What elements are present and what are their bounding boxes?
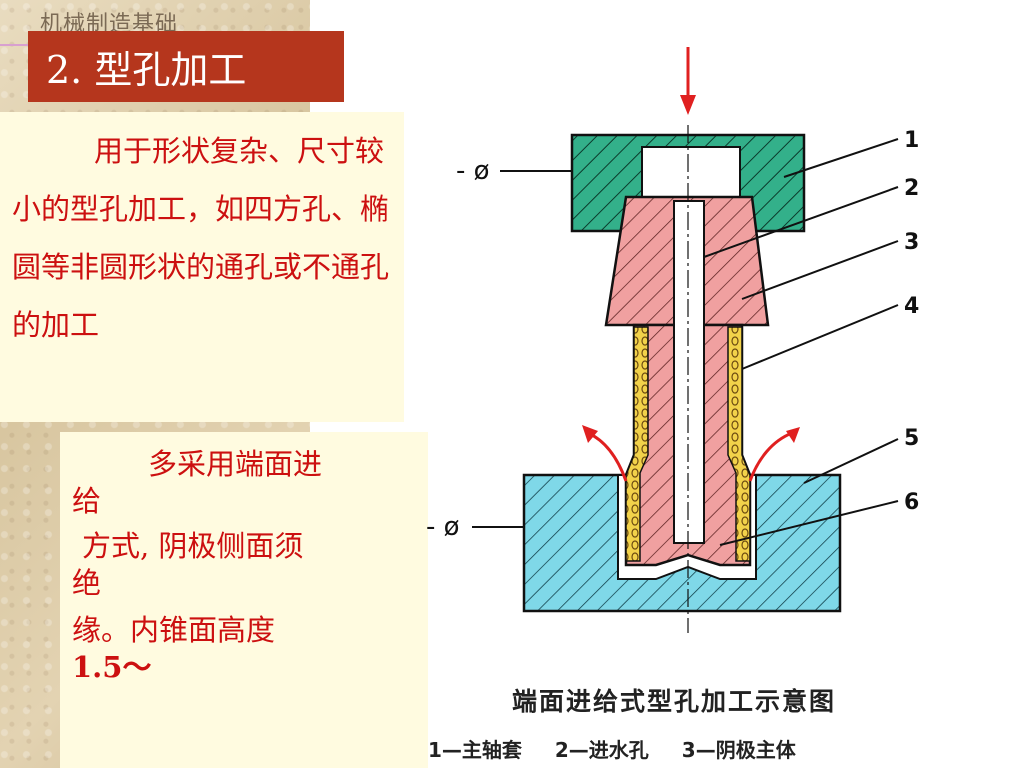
feed-method-box: 多采用端面进 给 方式, 阴极侧面须 绝 缘。内锥面高度 1.5～: [60, 432, 428, 768]
description-box: 用于形状复杂、尺寸较小的型孔加工，如四方孔、椭圆等非圆形状的通孔或不通孔的加工: [0, 112, 404, 422]
feed-line-3: 方式, 阴极侧面须: [82, 529, 304, 563]
feed-line-5: 缘。内锥面高度: [72, 613, 276, 647]
legend-item-2: 2—进水孔: [554, 738, 649, 762]
feed-arrow-icon: [680, 47, 696, 115]
diagram-legend: 1—主轴套 2—进水孔 3—阴极主体: [428, 734, 822, 763]
label-3: 3: [904, 230, 919, 255]
description-text: 用于形状复杂、尺寸较小的型孔加工，如四方孔、椭圆等非圆形状的通孔或不通孔的加工: [12, 134, 390, 342]
label-2: 2: [904, 176, 919, 201]
label-4: 4: [904, 294, 919, 319]
feed-line-4: 绝: [72, 566, 102, 600]
feed-line-1: 多采用端面进: [148, 447, 323, 481]
feed-line-6: 1.5～: [72, 650, 152, 684]
diagram-caption: 端面进给式型孔加工示意图: [512, 687, 837, 716]
label-5: 5: [904, 426, 919, 451]
label-1: 1: [904, 128, 919, 153]
phi-marker-top: - ø: [456, 156, 572, 186]
cathode-diagram: - ø - ø 1 2 3 4 5 6: [426, 47, 919, 633]
flow-arrow-left-icon: [582, 425, 628, 482]
divider-line: [0, 44, 30, 46]
water-hole: [673, 125, 705, 633]
slide-title-text: 2. 型孔加工: [46, 48, 247, 92]
phi-top-text: - ø: [456, 156, 490, 186]
insulation-layer: [625, 326, 751, 562]
slide-title: 2. 型孔加工: [28, 31, 344, 102]
leader-lines: [703, 138, 899, 546]
phi-bottom-text: - ø: [426, 512, 460, 542]
flow-arrow-right-icon: [748, 427, 800, 482]
label-6: 6: [904, 490, 919, 515]
phi-marker-bottom: - ø: [426, 512, 524, 542]
legend-item-3: 3—阴极主体: [681, 738, 796, 762]
legend-item-1: 1—主轴套: [428, 738, 522, 762]
feed-line-2: 给: [72, 484, 102, 518]
